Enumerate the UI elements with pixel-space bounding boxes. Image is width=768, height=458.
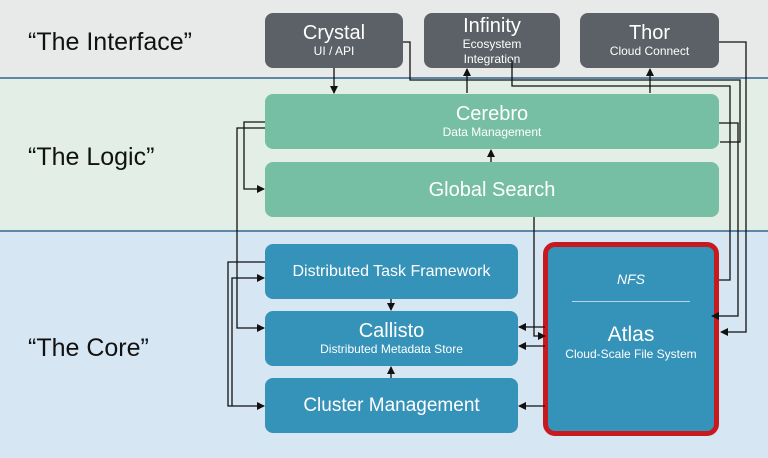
distributed-task-framework-box: Distributed Task Framework [265,244,518,299]
crystal-box: Crystal UI / API [265,13,403,68]
arrow-cerebro-to-callisto [236,127,265,332]
infinity-subtitle-line2: Integration [463,51,521,66]
thor-box: Thor Cloud Connect [580,13,719,68]
atlas-nfs-label: NFS [617,271,645,287]
cluster-management-box: Cluster Management [265,378,518,433]
cerebro-title: Cerebro [455,103,529,125]
arrow-left-loop-dtf [227,261,265,410]
global-search-box: Global Search [265,162,719,217]
infinity-box: Infinity Ecosystem Integration [424,13,560,68]
arrow-cerebro-to-atlas [711,122,739,320]
layer-label-core: “The Core” [28,334,149,362]
arrow-thor-to-atlas [719,41,747,336]
atlas-divider [572,301,690,302]
callisto-subtitle: Distributed Metadata Store [320,342,463,356]
crystal-subtitle: UI / API [313,44,355,58]
arrow-global-search-to-atlas [533,217,546,340]
layer-label-interface: “The Interface” [28,28,192,56]
global-search-title: Global Search [428,178,556,201]
layer-label-logic: “The Logic” [28,143,155,171]
callisto-box: Callisto Distributed Metadata Store [265,311,518,366]
cerebro-subtitle: Data Management [442,125,542,139]
distributed-task-framework-title: Distributed Task Framework [292,262,491,280]
arrow-cerebro-loop-to-global-search [243,121,265,193]
arrow-crystal-to-cerebro-right [403,41,741,143]
callisto-title: Callisto [358,320,425,342]
arrow-left-loop-cluster [231,274,265,406]
infinity-subtitle-line1: Ecosystem [462,36,522,51]
cluster-management-title: Cluster Management [303,394,480,416]
thor-title: Thor [628,22,671,44]
arrow-infinity-to-atlas [511,60,731,281]
infinity-title: Infinity [463,14,521,37]
thor-subtitle: Cloud Connect [609,44,690,58]
crystal-title: Crystal [302,22,366,44]
cerebro-box: Cerebro Data Management [265,94,719,149]
atlas-subtitle: Cloud-Scale File System [565,347,697,361]
atlas-title: Atlas [607,323,655,346]
